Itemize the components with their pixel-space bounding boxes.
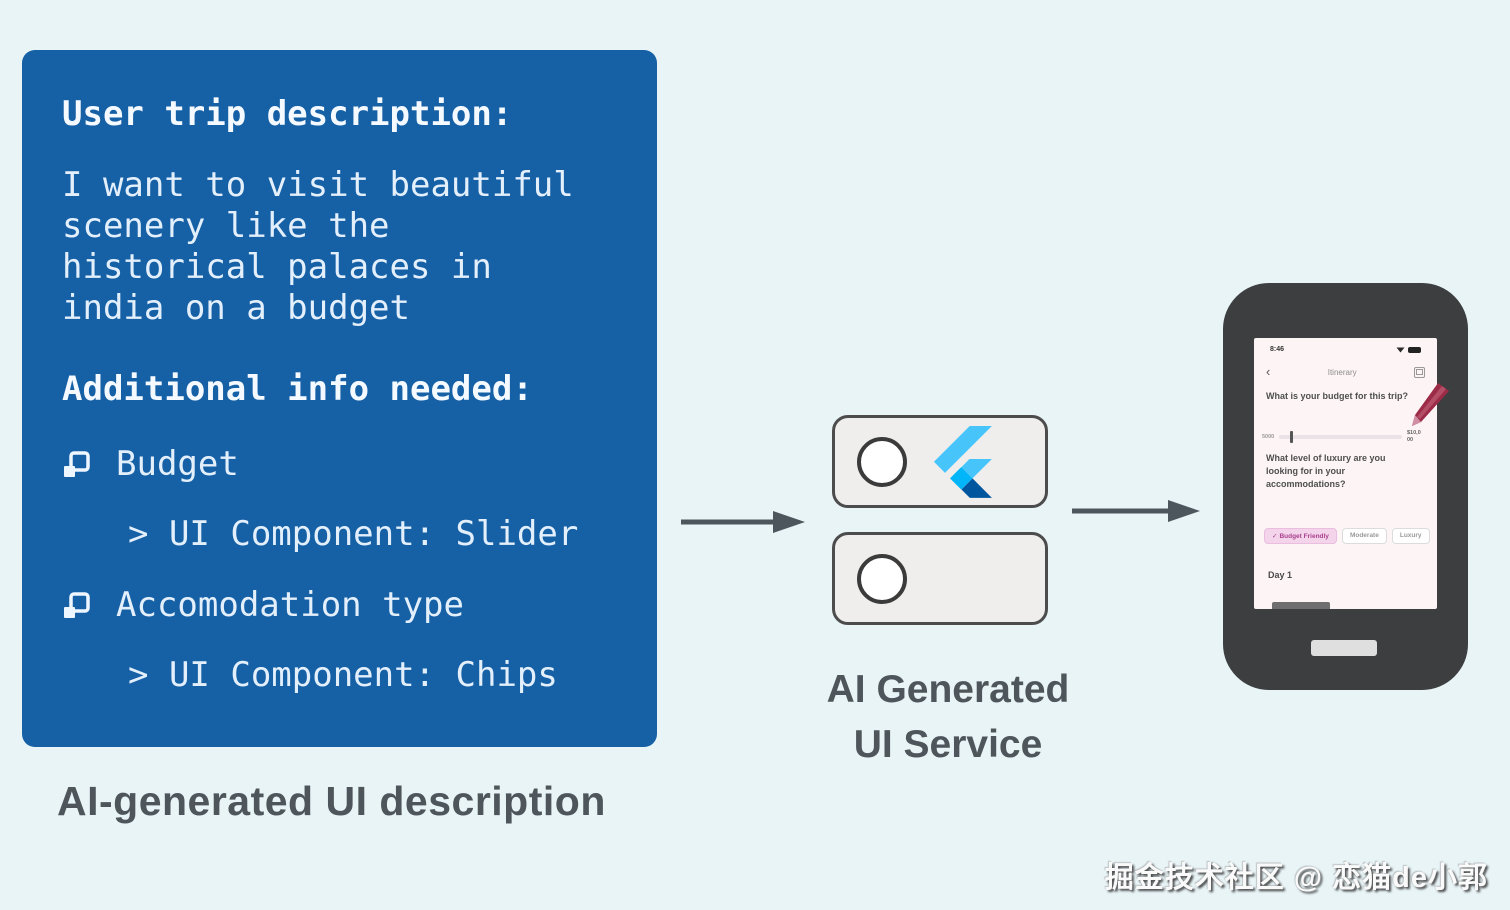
- ui-component-note: > UI Component: Chips: [128, 655, 558, 695]
- trip-description-line: india on a budget: [62, 288, 410, 328]
- checkbox-icon: [64, 450, 90, 477]
- arrow-right-icon: [681, 511, 805, 533]
- checkbox-icon: [64, 591, 90, 618]
- budget-slider-row: 5000 $10,0 00: [1262, 430, 1430, 443]
- status-bar: 8:46: [1254, 346, 1437, 353]
- trip-description-line: scenery like the: [62, 206, 390, 246]
- header-action-icon[interactable]: [1414, 366, 1425, 378]
- info-item-accommodation: Accomodation type: [62, 585, 617, 626]
- pen-cursor-icon: [1412, 383, 1449, 426]
- service-caption-line1: AI Generated: [826, 668, 1070, 711]
- budget-question: What is your budget for this trip?: [1266, 391, 1408, 401]
- info-item-label: Accomodation type: [116, 585, 464, 625]
- service-box-flutter: [832, 415, 1048, 508]
- home-button[interactable]: [1311, 640, 1377, 656]
- card-caption: AI-generated UI description: [57, 778, 606, 824]
- chip-label: Budget Friendly: [1279, 533, 1329, 540]
- status-time: 8:46: [1270, 346, 1285, 353]
- list-item-partial: [1272, 602, 1330, 609]
- service-caption: AI Generated UI Service: [790, 662, 1106, 772]
- phone-screen: 8:46 ‹ Itinerary What is your budget for…: [1254, 338, 1449, 609]
- user-trip-description-card: User trip description: I want to visit b…: [22, 50, 657, 747]
- slider-max-label: $10,0 00: [1407, 430, 1430, 443]
- chip-label: Luxury: [1399, 532, 1422, 539]
- chip-label: Moderate: [1349, 532, 1379, 539]
- arrow-right-icon: [1072, 500, 1200, 522]
- service-caption-line2: UI Service: [853, 723, 1043, 766]
- trip-description-line: I want to visit beautiful: [62, 165, 574, 205]
- ui-component-note: > UI Component: Slider: [128, 514, 579, 554]
- back-button[interactable]: ‹: [1266, 364, 1271, 379]
- service-box-empty: [832, 532, 1048, 625]
- card-subtitle: Additional info needed:: [62, 369, 533, 409]
- status-icons: [1396, 346, 1421, 353]
- nav-bar: ‹ Itinerary: [1254, 364, 1437, 379]
- chip-budget-friendly[interactable]: ✓Budget Friendly: [1264, 528, 1337, 544]
- slider-max-line: 00: [1407, 436, 1414, 443]
- flutter-logo-icon: [933, 425, 992, 498]
- slider-thumb[interactable]: [1290, 430, 1293, 443]
- luxury-question: What level of luxury are you looking for…: [1266, 453, 1386, 489]
- trip-description-paragraph: I want to visit beautiful scenery like t…: [62, 165, 617, 329]
- wifi-icon: [1396, 347, 1405, 353]
- check-icon: ✓: [1272, 533, 1278, 540]
- budget-slider[interactable]: [1279, 430, 1402, 443]
- chip-luxury[interactable]: Luxury: [1391, 528, 1430, 544]
- slider-min-label: 5000: [1262, 433, 1275, 440]
- chip-moderate[interactable]: Moderate: [1341, 528, 1387, 544]
- slider-max-line: $10,0: [1407, 430, 1421, 436]
- battery-icon: [1408, 346, 1421, 353]
- phone-mockup: 8:46 ‹ Itinerary What is your budget for…: [1223, 283, 1468, 690]
- watermark: 掘金技术社区 @ 恋猫de小郭: [1104, 862, 1488, 894]
- trip-description-line: historical palaces in: [62, 247, 492, 287]
- page-title: Itinerary: [1327, 367, 1357, 377]
- info-item-label: Budget: [116, 444, 239, 484]
- circle-indicator: [857, 436, 907, 487]
- info-item-budget: Budget: [62, 444, 617, 485]
- circle-indicator: [857, 553, 907, 604]
- luxury-chips-row: ✓Budget Friendly Moderate Luxury: [1264, 528, 1430, 544]
- day-heading: Day 1: [1268, 570, 1293, 580]
- card-title: User trip description:: [62, 94, 513, 134]
